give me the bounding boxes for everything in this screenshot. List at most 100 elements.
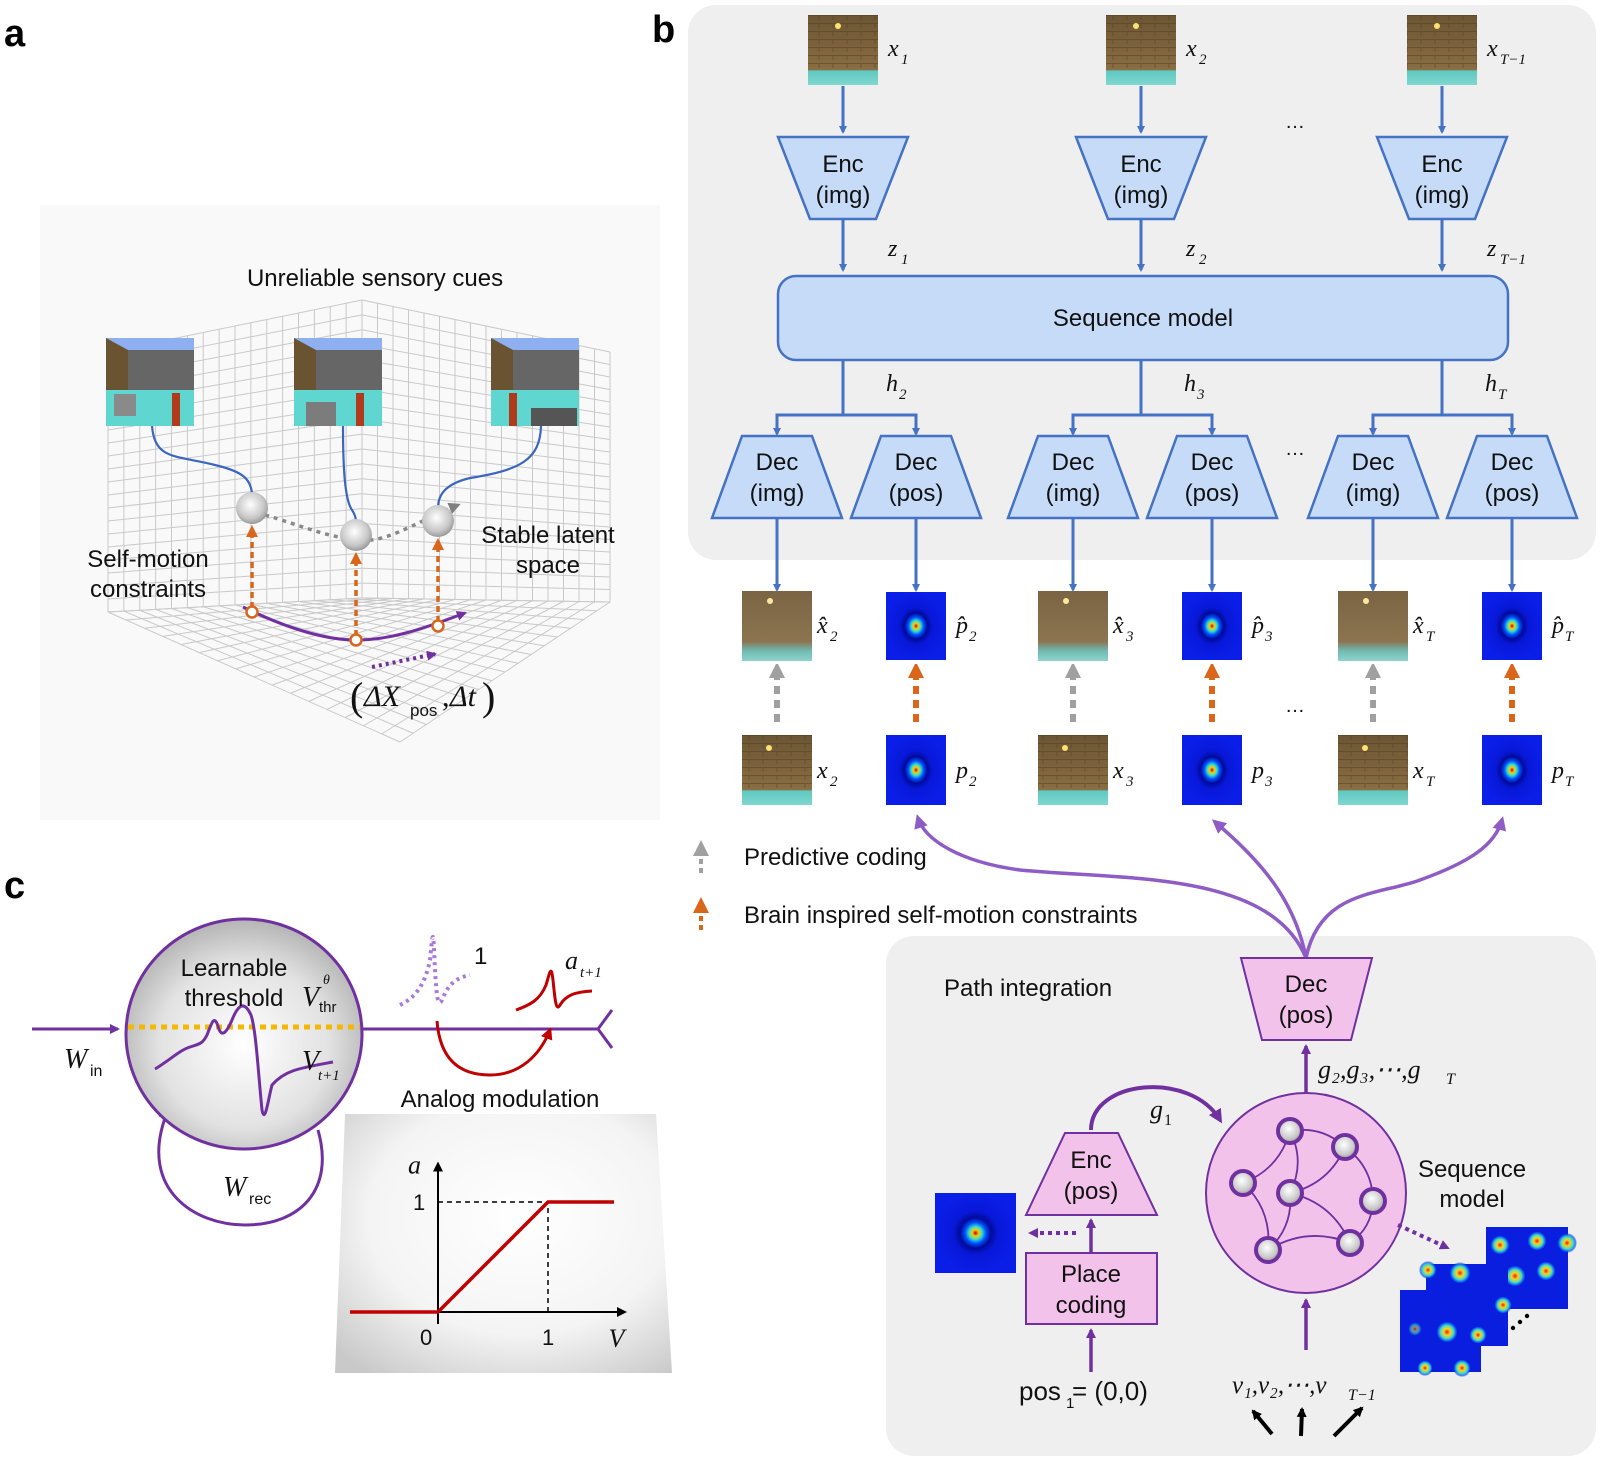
target-image [742, 735, 812, 805]
svg-text:T−1: T−1 [1348, 1387, 1376, 1404]
predicted-position-map [1482, 592, 1542, 660]
decoder-line2: (img) [1346, 480, 1401, 507]
target-position-map [886, 735, 946, 805]
svg-text:z: z [1185, 236, 1196, 262]
prediction-label: p̂3 [1250, 613, 1273, 645]
spiking-neuron[interactable] [126, 919, 362, 1149]
svg-text:2: 2 [1199, 52, 1207, 68]
svg-text:3: 3 [1264, 774, 1273, 790]
svg-text:1: 1 [901, 52, 909, 68]
svg-text:x̂: x̂ [816, 613, 828, 639]
latent-space-caption-1: Stable latent [481, 522, 615, 549]
panel-a-background [40, 205, 660, 820]
neuron-caption-1: Learnable [181, 955, 288, 982]
panel-a-label: a [4, 13, 26, 55]
position-marker-3 [433, 621, 444, 632]
pos-encoder-line1: Enc [1070, 1147, 1111, 1174]
svg-text:): ) [482, 674, 495, 719]
pos-decoder-line2: (pos) [1279, 1002, 1334, 1029]
self-motion-caption-2: constraints [90, 576, 206, 603]
decoder-line1: Dec [895, 449, 938, 476]
recurrent-unit [1333, 1135, 1357, 1159]
legend-label: Predictive coding [744, 844, 927, 871]
target-image [1338, 735, 1408, 805]
recurrent-unit [1231, 1171, 1255, 1195]
svg-text:p: p [1250, 758, 1264, 784]
decoder-line1: Dec [1491, 449, 1534, 476]
spike-value-label: 1 [474, 943, 487, 970]
predicted-image [1038, 591, 1108, 661]
gray-arrow-icon [693, 840, 709, 856]
decoder-line1: Dec [1052, 449, 1095, 476]
decoder-line2: (img) [750, 480, 805, 507]
grid-map-1 [1400, 1290, 1487, 1377]
svg-text:3: 3 [1125, 629, 1134, 645]
pos-decoder-line1: Dec [1285, 971, 1328, 998]
place-coding-line2: coding [1056, 1292, 1127, 1319]
ellipsis: … [1285, 695, 1305, 717]
svg-text:t+1: t+1 [580, 965, 602, 981]
target-position-map [1182, 735, 1242, 805]
svg-text:x̂: x̂ [1112, 613, 1124, 639]
svg-text:z: z [1486, 236, 1497, 262]
panel-b-label: b [652, 9, 675, 51]
input-frame [808, 15, 878, 85]
sequence-model-caption-1: Sequence [1418, 1156, 1526, 1183]
svg-text:thr: thr [319, 999, 337, 1016]
recurrent-unit [1361, 1189, 1385, 1213]
decoder-line1: Dec [1352, 449, 1395, 476]
position-marker-2 [351, 635, 362, 646]
path-integration-title: Path integration [944, 975, 1112, 1002]
svg-text:h: h [1485, 371, 1497, 397]
place-coding-line1: Place [1061, 1261, 1121, 1288]
svg-text:2: 2 [830, 629, 838, 645]
svg-text:g: g [1150, 1095, 1163, 1124]
sensory-image-2 [294, 338, 382, 426]
svg-text:p: p [954, 758, 968, 784]
svg-text:p̂: p̂ [1550, 613, 1564, 639]
svg-text:T: T [1426, 629, 1436, 645]
synapse-terminal [598, 1010, 612, 1048]
latent-node-3 [422, 505, 454, 537]
svg-text:2: 2 [899, 387, 907, 403]
svg-text:g₂,g₃,⋯,g: g₂,g₃,⋯,g [1318, 1055, 1421, 1084]
decoder-line2: (pos) [1485, 480, 1540, 507]
y-tick-label: 1 [413, 1190, 425, 1215]
encoder-line2: (img) [1114, 182, 1169, 209]
legend-label: Brain inspired self-motion constraints [744, 902, 1138, 929]
svg-text:2: 2 [1199, 252, 1207, 268]
svg-text:p̂: p̂ [1250, 613, 1264, 639]
encoder-line1: Enc [822, 151, 863, 178]
svg-text:x: x [1486, 36, 1498, 62]
sensory-image-1 [106, 338, 194, 426]
ellipsis: … [1285, 438, 1305, 460]
orange-arrow-icon [693, 897, 709, 913]
svg-text:3: 3 [1125, 774, 1134, 790]
svg-text:3: 3 [1264, 629, 1273, 645]
self-motion-caption-1: Self-motion [87, 546, 208, 573]
svg-text:pos: pos [1019, 1376, 1061, 1406]
analog-output-label: a t+1 [565, 946, 602, 981]
encoder-line2: (img) [1415, 182, 1470, 209]
svg-text:Δt: Δt [449, 680, 477, 713]
sensory-cues-title: Unreliable sensory cues [247, 265, 503, 292]
prediction-label: p̂T [1550, 613, 1575, 645]
svg-text:2: 2 [969, 629, 977, 645]
recurrent-unit [1338, 1231, 1362, 1255]
svg-text:2: 2 [830, 774, 838, 790]
x-tick-label: 0 [420, 1325, 432, 1350]
svg-text:x: x [887, 36, 899, 62]
svg-text:,: , [442, 680, 450, 713]
predicted-position-map [886, 592, 946, 660]
svg-text:x: x [1185, 36, 1197, 62]
encoder-line2: (img) [816, 182, 871, 209]
svg-text:pos: pos [410, 701, 437, 720]
decoder-line2: (pos) [1185, 480, 1240, 507]
panel-c-label: c [4, 865, 25, 907]
decoder-line1: Dec [756, 449, 799, 476]
